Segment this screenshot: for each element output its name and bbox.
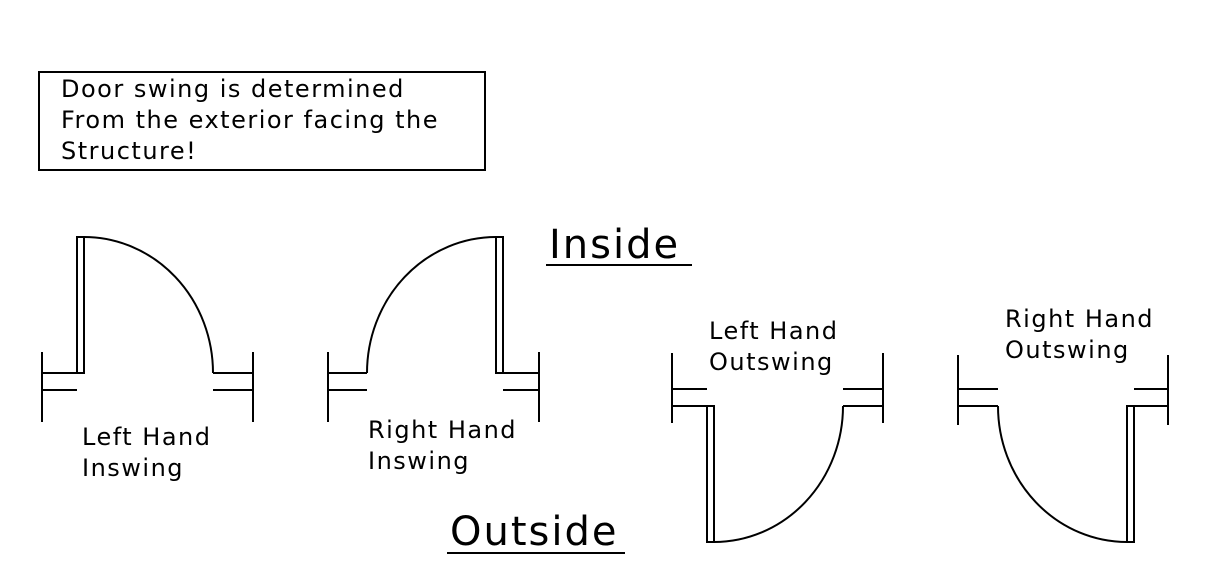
door-label-line-2: Outswing — [709, 348, 834, 376]
door-label-line-2: Outswing — [1005, 336, 1130, 364]
door-label-line-2: Inswing — [368, 447, 470, 475]
note-line-2: From the exterior facing the — [61, 106, 439, 134]
door-panel — [706, 405, 715, 543]
door-panel — [1126, 405, 1135, 543]
outside-label: Outside — [450, 509, 618, 555]
door-right-hand-outswing: Right Hand Outswing — [957, 305, 1169, 543]
wall-jamb-left — [41, 352, 77, 422]
swing-arc — [366, 236, 497, 374]
wall-jamb-right — [843, 353, 884, 423]
swing-arc — [83, 236, 214, 374]
door-left-hand-outswing: Left Hand Outswing — [671, 317, 884, 543]
wall-jamb-left — [671, 353, 707, 423]
swing-arc — [713, 405, 844, 543]
door-left-hand-inswing: Left Hand Inswing — [41, 236, 254, 482]
door-panel — [76, 236, 85, 374]
door-label-line-2: Inswing — [82, 454, 184, 482]
swing-arc — [997, 405, 1128, 543]
note-frame — [38, 71, 486, 171]
wall-jamb-left — [957, 355, 998, 425]
outside-heading: Outside — [447, 509, 625, 555]
door-label-line-1: Left Hand — [709, 317, 838, 345]
door-label-line-1: Left Hand — [82, 423, 211, 451]
wall-jamb-left — [327, 352, 367, 422]
note-line-3: Structure! — [61, 137, 197, 165]
door-label-line-1: Right Hand — [368, 416, 517, 444]
inside-heading: Inside — [546, 222, 692, 268]
door-panel — [495, 236, 504, 374]
door-right-hand-inswing: Right Hand Inswing — [327, 236, 540, 475]
note-box: Door swing is determined From the exteri… — [38, 71, 486, 171]
wall-jamb-right — [213, 352, 254, 422]
door-label-line-1: Right Hand — [1005, 305, 1154, 333]
wall-jamb-right — [503, 352, 540, 422]
note-line-1: Door swing is determined — [61, 75, 405, 103]
inside-label: Inside — [549, 222, 680, 268]
wall-jamb-right — [1134, 355, 1169, 425]
